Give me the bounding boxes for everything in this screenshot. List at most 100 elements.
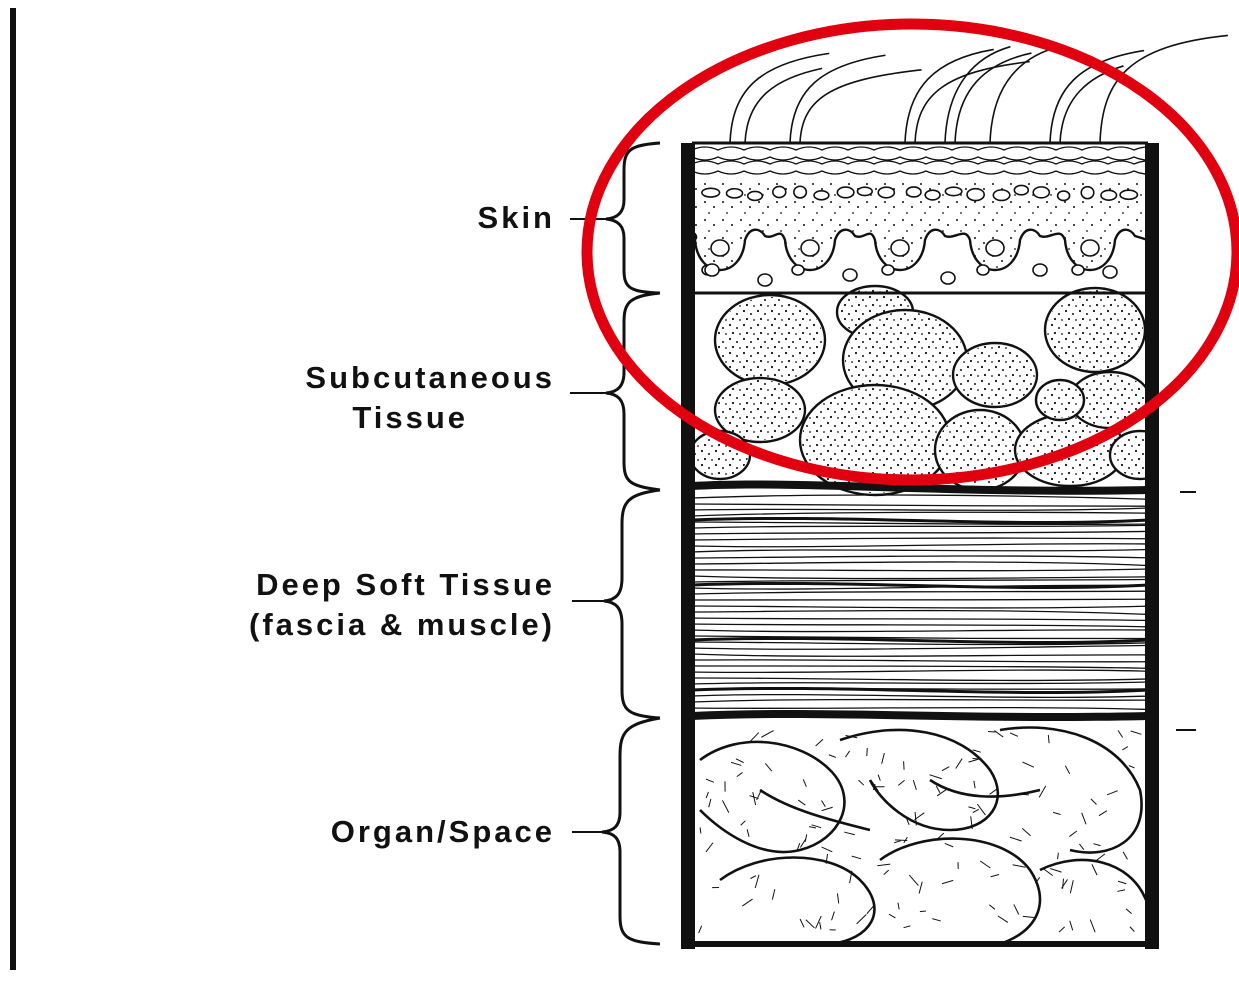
organ-space-brace (602, 718, 660, 944)
muscle-fiber (692, 695, 1148, 698)
dermis-cell (1033, 264, 1047, 276)
papilla-cell (977, 265, 989, 275)
muscle-fiber (692, 579, 1148, 582)
organ-hatch (1053, 812, 1060, 814)
skin-label-line: Skin (478, 198, 555, 238)
dermis-cell (705, 264, 719, 276)
organ-hatch (859, 780, 864, 785)
organ-hatch (1062, 879, 1068, 888)
muscle-fiber (692, 682, 1148, 684)
organ-hatch (877, 864, 890, 866)
muscle-fiber (692, 611, 1148, 615)
muscle-fiber (692, 618, 1148, 620)
dermis-cell (1014, 185, 1028, 194)
organ-hatch (709, 799, 711, 807)
fat-globule-texture (1047, 290, 1143, 370)
dermis-cell (878, 187, 894, 198)
organ-hatch (1099, 811, 1107, 816)
organ-hatch (929, 775, 941, 779)
organ-hatch (945, 843, 953, 846)
organ-hatch (706, 843, 713, 852)
muscle-fiber (692, 670, 1148, 672)
organ-hatch (1131, 731, 1142, 734)
organ-hatch (878, 775, 880, 781)
dermis-cell (1033, 187, 1049, 198)
organ-hatch (1126, 909, 1132, 914)
hair-strand (730, 53, 829, 143)
organ-hatch (973, 759, 981, 760)
papilla-cell (801, 240, 819, 256)
dermis-cell (993, 190, 1009, 201)
organ-hatch (741, 821, 746, 826)
deep-soft-tissue-brace (604, 490, 660, 718)
organ-hatch (1129, 766, 1135, 768)
organ-hatch (956, 759, 962, 769)
deep-soft-tissue-label-line-2: (fascia & muscle) (249, 605, 555, 645)
organ-hatch (998, 916, 1008, 923)
organ-hatch (942, 767, 949, 771)
organ-hatch (797, 843, 799, 850)
organ-hatch (889, 914, 895, 918)
organ-hatch (1122, 747, 1128, 750)
organ-hatch (1123, 852, 1127, 860)
muscle-fiber (692, 544, 1148, 547)
organ-hatch (1013, 865, 1026, 867)
fat-globule-texture (955, 345, 1035, 405)
organ-hatch (1093, 844, 1100, 846)
organ-hatch (750, 733, 759, 742)
epidermis-scale-line (692, 157, 1160, 160)
muscle-fiber (692, 562, 1148, 566)
dermis-cell (1120, 190, 1137, 199)
dermis-cell (758, 274, 772, 286)
organ-hatch (742, 899, 752, 906)
organ-hatch (1096, 854, 1105, 861)
organ-hatch (968, 807, 975, 809)
organ-hatch (884, 870, 889, 874)
muscle-fiber (692, 666, 1148, 668)
organ-loops (699, 728, 1146, 945)
organ-hatch (969, 759, 979, 762)
muscle-fiber (692, 630, 1148, 632)
muscle-fiber (692, 538, 1148, 540)
dermis-cell (726, 189, 742, 198)
organ-hatch (1058, 853, 1059, 859)
muscle-fiber (692, 550, 1148, 552)
muscle-fiber (692, 576, 1148, 579)
hair-strand (990, 46, 1061, 143)
organ-loop (1000, 728, 1142, 853)
organ-hatch (994, 731, 1003, 738)
organ-hatch (973, 809, 979, 812)
organ-hatch (816, 739, 823, 746)
organ-hatch (920, 911, 926, 912)
organ-hatch (1048, 735, 1049, 743)
organ-hatch (898, 780, 904, 785)
organ-hatch (1010, 837, 1022, 841)
organ-hatch (837, 893, 838, 903)
organ-hatch (822, 847, 833, 852)
papilla-cell (1081, 240, 1099, 256)
dermis-cell (967, 189, 984, 201)
muscle-fibers (692, 495, 1148, 709)
organ-hatch (699, 926, 702, 933)
papilla-cell (1072, 265, 1084, 275)
muscle-fiber (692, 495, 1148, 499)
organ-hatch (1023, 916, 1036, 917)
muscle-fiber (692, 624, 1148, 627)
muscle-fiber (692, 645, 1148, 649)
organ-hatch (913, 780, 916, 790)
column-left-wall (681, 143, 695, 949)
organ-hatch (1091, 799, 1097, 805)
hair-strand (905, 49, 994, 143)
epidermis-scale-line (692, 147, 1160, 150)
organ-hatch (1118, 881, 1126, 884)
organ-hatch (1050, 868, 1061, 872)
organ-hatch (909, 875, 918, 886)
muscle-fiber (692, 654, 1148, 656)
organ-hatch (852, 856, 861, 859)
organ-hatch (1118, 730, 1123, 737)
organ-hatch (761, 731, 773, 738)
epidermis-layer (692, 147, 1160, 174)
papilla-cell (882, 265, 894, 275)
